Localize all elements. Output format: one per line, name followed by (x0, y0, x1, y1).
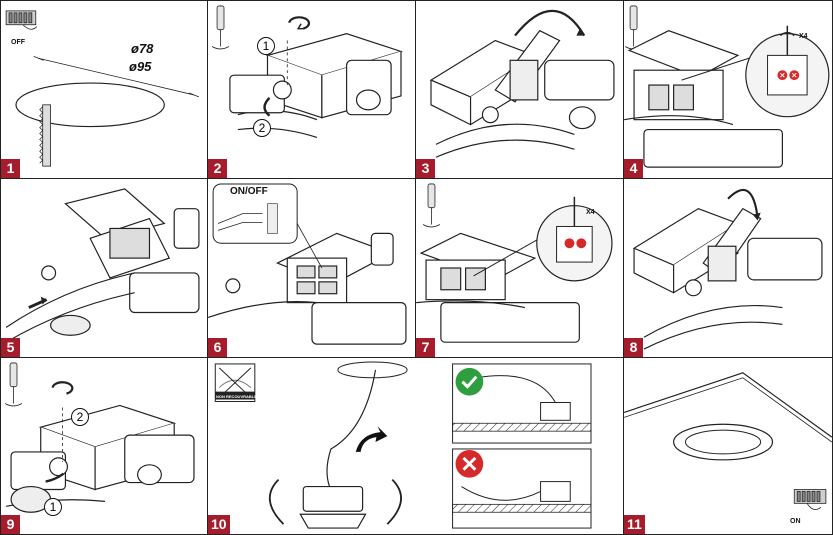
step-11-badge: 11 (624, 515, 645, 534)
step-7-panel: X4 7 (415, 178, 624, 358)
step-5-illustration (5, 188, 200, 343)
step-6-panel: ON/OFF 6 (207, 178, 416, 358)
insulation-warning-icon (214, 363, 256, 402)
cross-icon (455, 449, 484, 478)
non-recouvrable-label: NON RECOUVRABLE (216, 394, 257, 399)
step-8-illustration (632, 188, 823, 350)
step-4-panel: X4 4 (623, 0, 833, 179)
screwdriver-icon (422, 183, 441, 228)
ceiling-cutout (15, 82, 165, 128)
check-icon (455, 367, 484, 396)
screwdriver-icon (624, 5, 643, 50)
step-1-panel: OFF ø78 ø95 1 (0, 0, 208, 179)
step-4-badge: 4 (624, 159, 643, 178)
step-4-illustration (624, 5, 830, 168)
power-off-label: OFF (11, 39, 25, 46)
step-3-illustration (429, 10, 615, 158)
step-2-panel: 1 2 2 (207, 0, 416, 179)
breaker-icon (5, 10, 38, 30)
step-7-badge: 7 (416, 338, 435, 357)
step-6-illustration (208, 183, 407, 345)
step-10-illustration (214, 361, 592, 529)
x4-label: X4 (586, 209, 595, 216)
callout-2: 2 (253, 119, 271, 137)
step-2-illustration (211, 5, 403, 139)
rotate-arrow-icon (51, 381, 74, 395)
inner-diameter-label: ø78 (131, 41, 154, 56)
power-on-label: ON (790, 518, 801, 525)
step-3-panel: 3 (415, 0, 624, 179)
step-8-panel: 8 (623, 178, 833, 358)
fitted-downlight (673, 423, 774, 461)
step-9-panel: 2 1 9 (0, 357, 208, 535)
step-7-illustration (416, 183, 613, 343)
step-6-badge: 6 (208, 338, 227, 357)
step-5-badge: 5 (1, 338, 20, 357)
x4-label: X4 (799, 33, 808, 40)
step-9-badge: 9 (1, 515, 20, 534)
screwdriver-icon (211, 5, 230, 50)
ceiling-edge (624, 372, 832, 438)
saw-icon (39, 104, 51, 167)
step-1-badge: 1 (1, 159, 20, 178)
step-9-illustration (4, 362, 195, 513)
on-off-label: ON/OFF (230, 186, 268, 197)
breaker-icon (793, 489, 827, 510)
callout-1: 1 (44, 498, 62, 516)
step-11-illustration (624, 372, 832, 510)
callout-2: 2 (71, 408, 89, 426)
step-1-illustration (5, 10, 200, 167)
screwdriver-icon (4, 362, 23, 407)
outer-diameter-label: ø95 (129, 59, 152, 74)
step-10-panel: NON RECOUVRABLE 10 (207, 357, 624, 535)
callout-1: 1 (257, 37, 275, 55)
rotate-arrow-icon (288, 16, 311, 30)
step-8-badge: 8 (624, 338, 643, 357)
step-11-panel: ON 11 (623, 357, 833, 535)
driver-box (229, 33, 403, 139)
step-5-panel: 5 (0, 178, 208, 358)
step-2-badge: 2 (208, 159, 227, 178)
step-3-badge: 3 (416, 159, 435, 178)
step-10-badge: 10 (208, 515, 230, 534)
